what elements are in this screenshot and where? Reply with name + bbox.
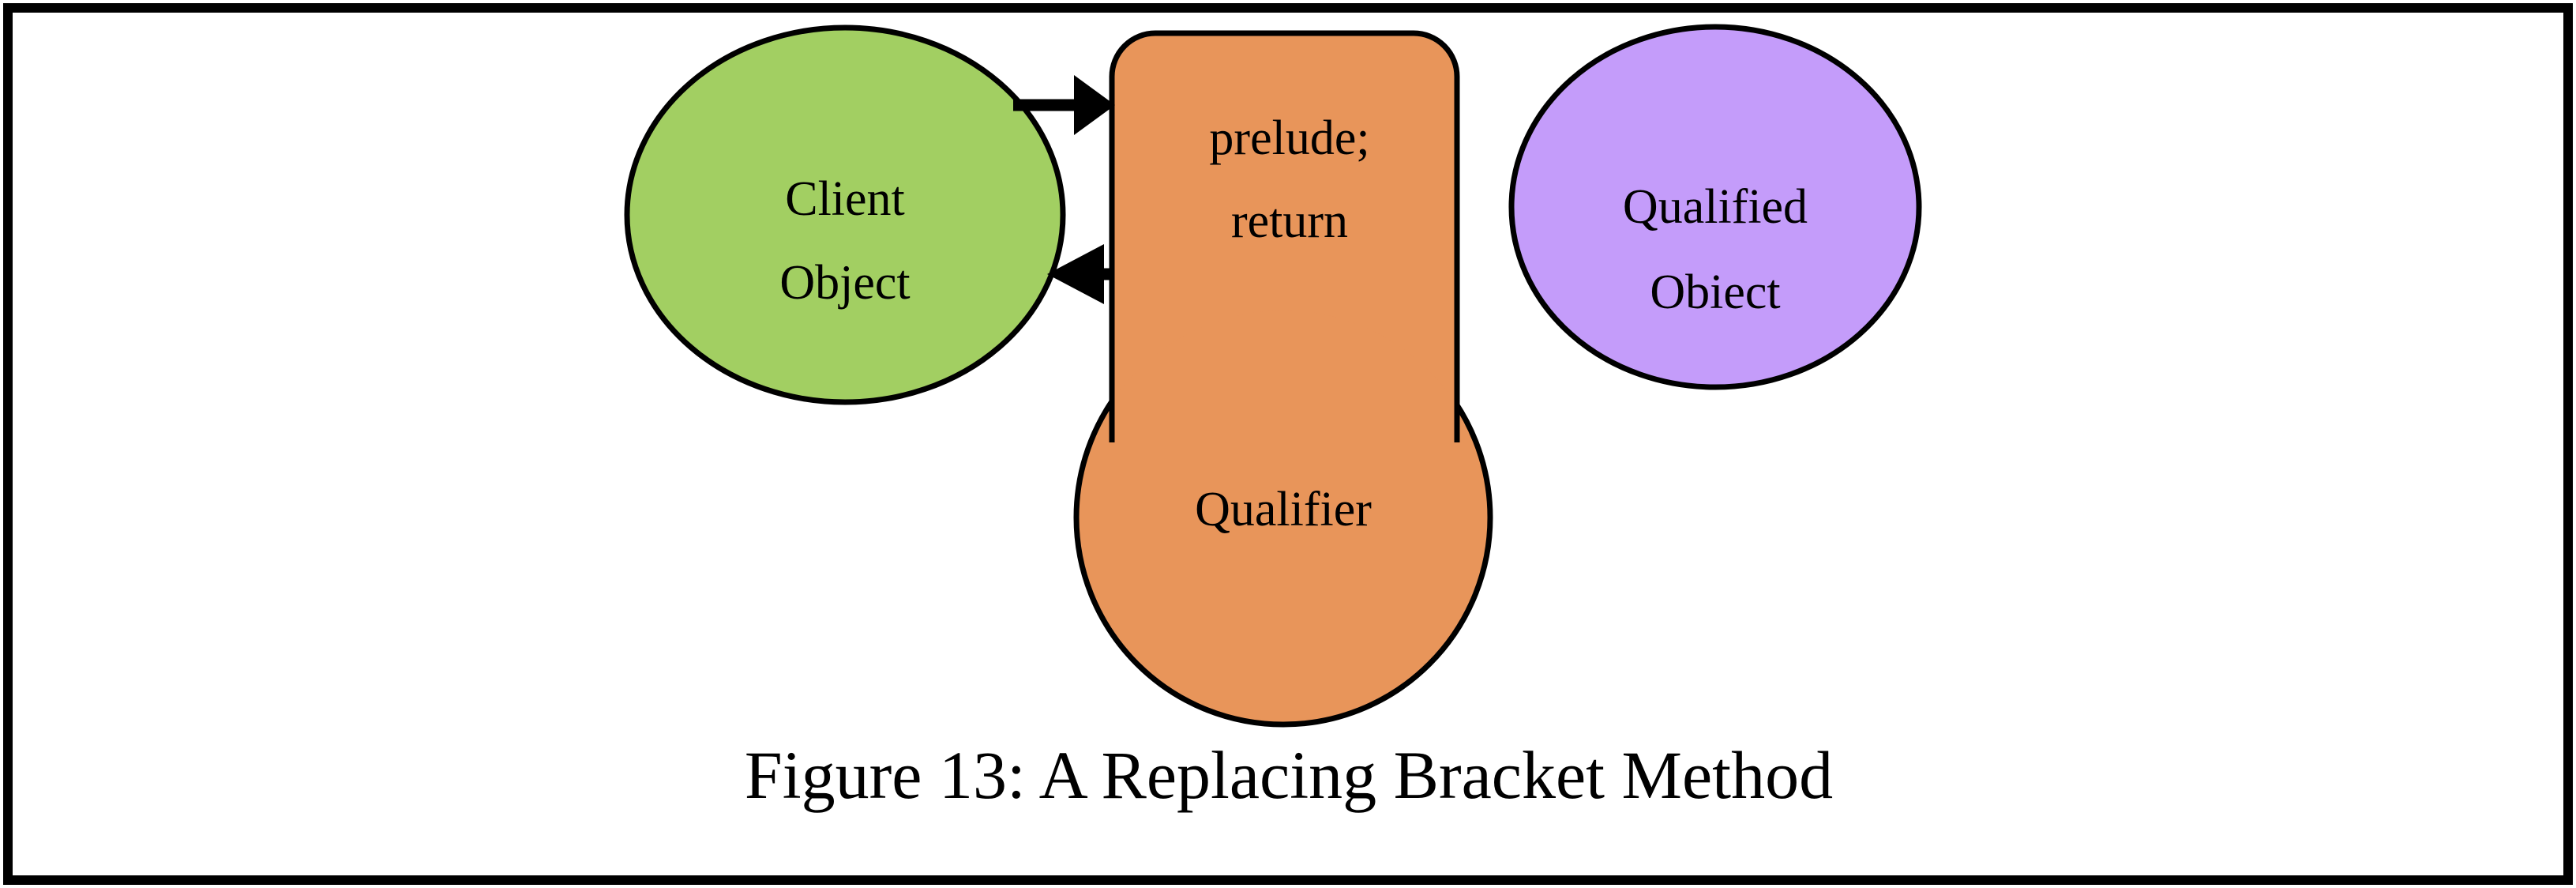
bracket-method-label-line2: return	[1231, 194, 1348, 248]
client-object-label-line2: Object	[779, 256, 910, 310]
bracket-method-merged-fill	[1076, 33, 1490, 724]
bracket-method-rect-outline	[1109, 30, 1460, 442]
edge-bracket-to-client[interactable]	[1047, 244, 1112, 304]
client-object-label-line1: Client	[785, 172, 905, 226]
edge-bracket-to-client-arrowhead-icon	[1047, 244, 1104, 304]
qualified-object-label-line2: Obiect	[1650, 265, 1780, 319]
node-qualified-object[interactable]: Qualified Obiect	[1508, 24, 1922, 390]
figure-caption: Figure 13: A Replacing Bracket Method	[745, 737, 1833, 813]
node-client-object[interactable]: Client Object	[624, 24, 1066, 405]
qualified-object-ellipse[interactable]	[1508, 24, 1922, 390]
qualifier-label: Qualifier	[1195, 483, 1372, 536]
qualifier-circle-fill	[1076, 310, 1490, 724]
node-bracket-method-group[interactable]: prelude; return Qualifier	[1073, 30, 1493, 728]
bracket-method-label-line1: prelude;	[1209, 111, 1369, 165]
edge-client-to-bracket-arrowhead-icon	[1074, 75, 1115, 135]
edge-client-to-bracket[interactable]	[1013, 75, 1115, 135]
client-object-ellipse[interactable]	[624, 24, 1066, 405]
qualified-object-label-line1: Qualified	[1623, 180, 1808, 234]
